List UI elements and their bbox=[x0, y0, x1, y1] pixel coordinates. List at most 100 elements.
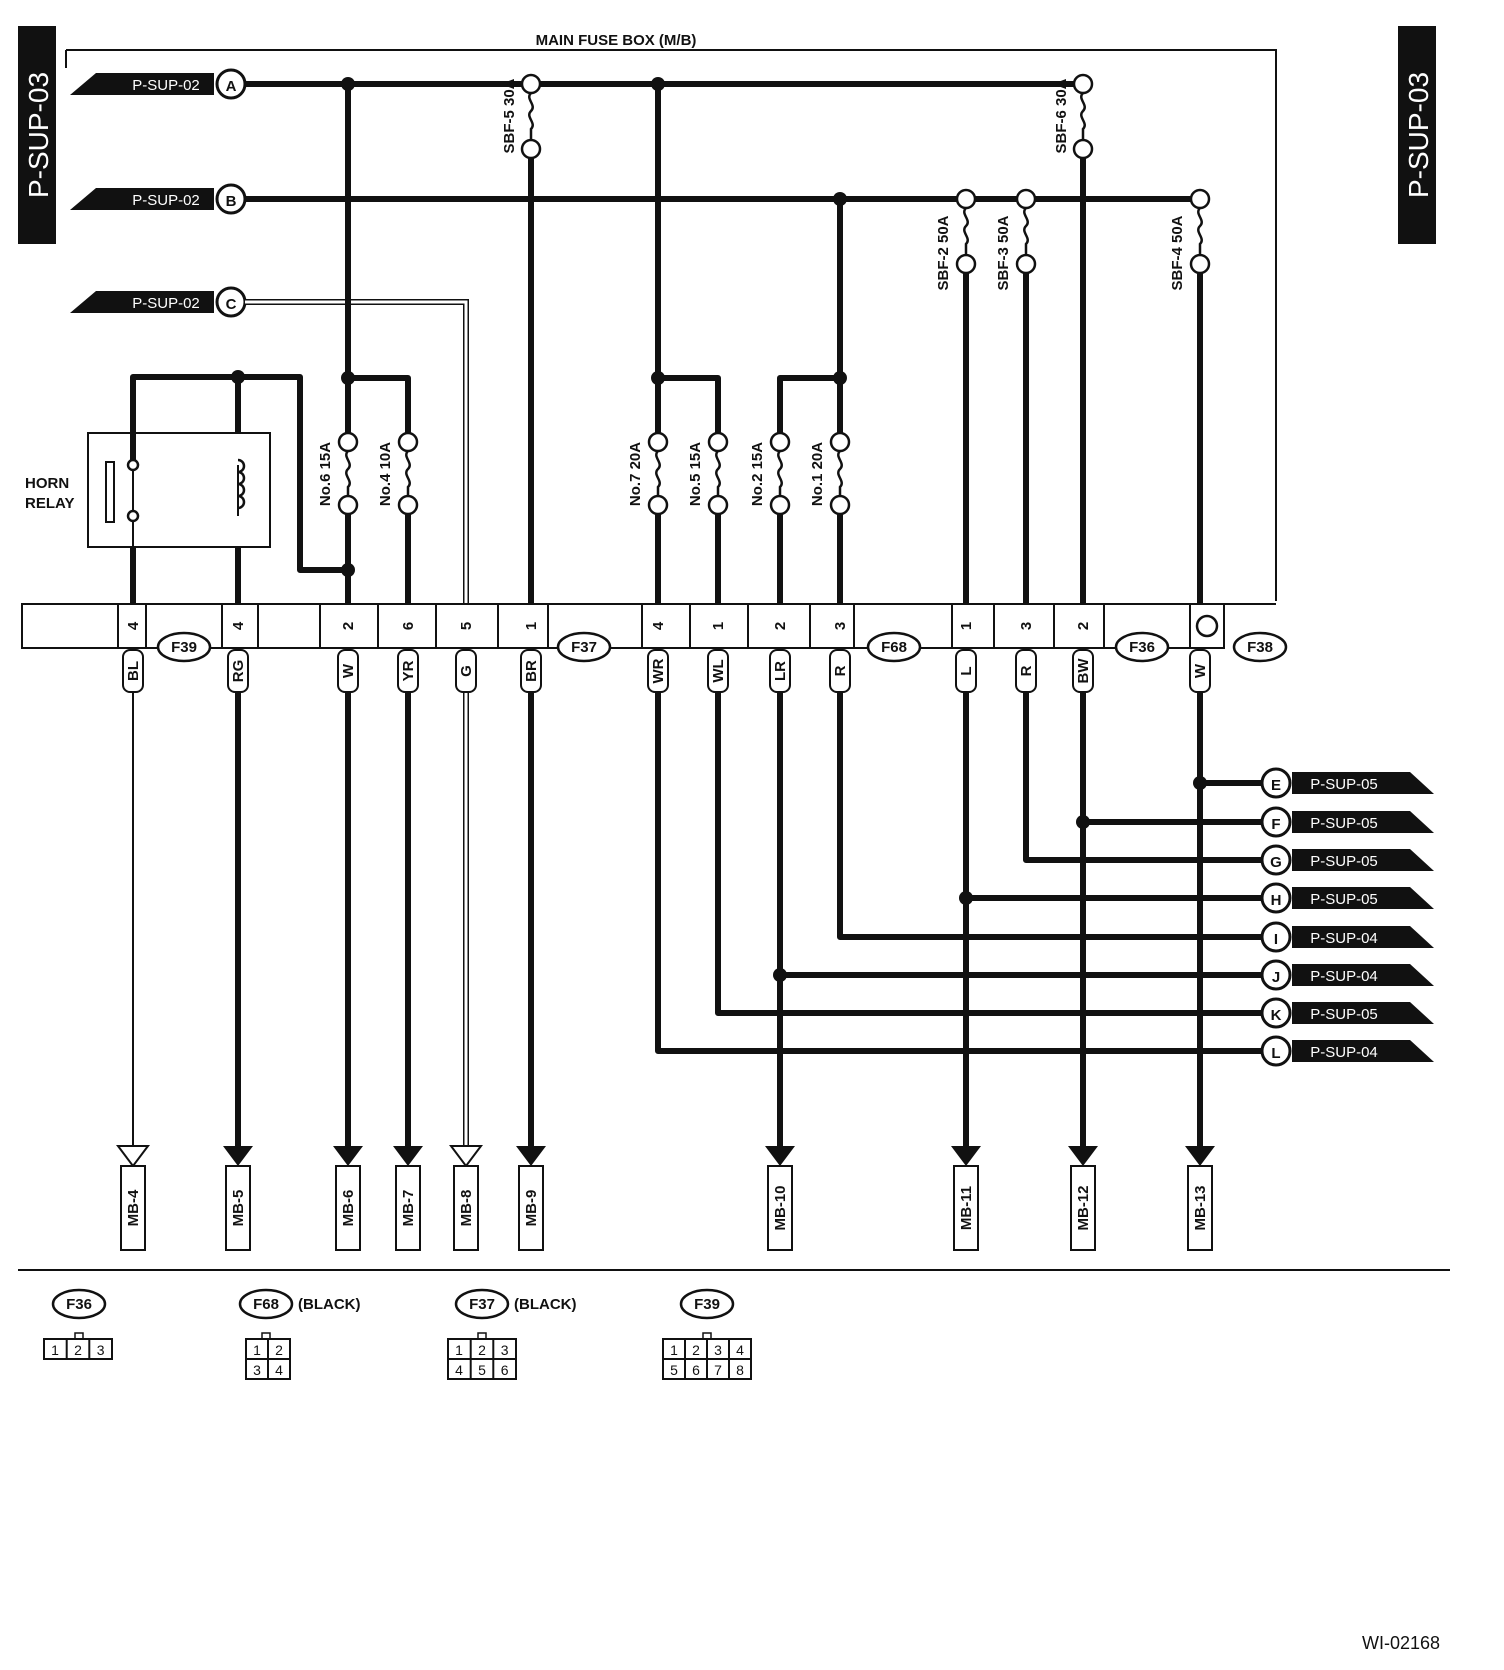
legend-f68-cell-3: 3 bbox=[253, 1362, 261, 1378]
legend-f68-id: F68 bbox=[253, 1296, 279, 1313]
side-tab-right-label: P-SUP-03 bbox=[1403, 72, 1434, 198]
legend-f36-cell-1: 1 bbox=[51, 1342, 59, 1358]
side-tab-left: P-SUP-03 bbox=[18, 26, 56, 244]
legend-f37-cell-3: 3 bbox=[501, 1342, 509, 1358]
pin-f37-5: 5 bbox=[458, 622, 475, 630]
pin-f68-1: 1 bbox=[710, 622, 727, 630]
legend-f36-cell-3: 3 bbox=[97, 1342, 105, 1358]
main-fuse-box: MAIN FUSE BOX (M/B) bbox=[65, 32, 1277, 601]
legend-f36-id: F36 bbox=[66, 1296, 92, 1313]
legend-f39-id: F39 bbox=[694, 1296, 720, 1313]
output-mb-6: MB-6 bbox=[340, 1190, 357, 1227]
output-mb-11: MB-11 bbox=[958, 1186, 975, 1230]
right-ref-g-label: P-SUP-05 bbox=[1310, 853, 1378, 870]
fuse-no1-label: No.1 20A bbox=[809, 442, 826, 506]
output-mb-7: MB-7 bbox=[400, 1190, 417, 1227]
input-c-ref: P-SUP-02 bbox=[132, 295, 200, 312]
right-ref-l: L P-SUP-04 bbox=[1260, 1035, 1434, 1067]
fuse-no5-label: No.5 15A bbox=[687, 442, 704, 506]
right-ref-f-label: P-SUP-05 bbox=[1310, 815, 1378, 832]
output-mb-4: MB-4 bbox=[125, 1189, 142, 1226]
fuse-sbf-5-label: SBF-5 30A bbox=[501, 78, 518, 153]
input-c: P-SUP-02 C bbox=[70, 286, 247, 318]
fuse-no6: No.6 15A bbox=[317, 431, 359, 516]
pin-f37-6: 6 bbox=[400, 622, 417, 630]
input-a-ref: P-SUP-02 bbox=[132, 77, 200, 94]
wire-color-wl: WL bbox=[710, 659, 727, 682]
right-ref-h: H P-SUP-05 bbox=[1260, 882, 1434, 914]
pin-f68-3: 3 bbox=[832, 622, 849, 630]
connector-ids: F39 F37 F68 F36 F38 bbox=[156, 631, 1288, 663]
wire-color-bw: BW bbox=[1075, 658, 1092, 684]
legend-f39-cell-4: 4 bbox=[736, 1342, 744, 1358]
side-tab-right: P-SUP-03 bbox=[1398, 26, 1436, 244]
pin-f37-4: 4 bbox=[230, 621, 247, 630]
pin-f68-4: 4 bbox=[650, 621, 667, 630]
legend-f37-note: (BLACK) bbox=[514, 1296, 576, 1313]
legend-f37: F37 (BLACK) 1 2 3 4 5 6 bbox=[447, 1288, 576, 1380]
right-ref-e: E P-SUP-05 bbox=[1260, 767, 1434, 799]
legend-f68: F68 (BLACK) 1 2 3 4 bbox=[238, 1288, 360, 1380]
output-mb-9: MB-9 bbox=[523, 1190, 540, 1227]
wire-color-g: G bbox=[458, 665, 475, 677]
output-mb-5: MB-5 bbox=[230, 1190, 247, 1227]
input-b-ref: P-SUP-02 bbox=[132, 192, 200, 209]
pin-f36-3: 3 bbox=[1018, 622, 1035, 630]
fuse-sbf-4: SBF-4 50A bbox=[1169, 188, 1211, 291]
legend-f39-cell-1: 1 bbox=[670, 1342, 678, 1358]
output-wires bbox=[132, 690, 1262, 1150]
legend-f39-cell-5: 5 bbox=[670, 1362, 678, 1378]
legend-f39-cell-8: 8 bbox=[736, 1362, 744, 1378]
wire-color-r1: R bbox=[832, 665, 849, 676]
input-a-letter: A bbox=[226, 78, 237, 95]
fuse-no6-label: No.6 15A bbox=[317, 442, 334, 506]
output-boxes: MB-4 MB-5 MB-6 MB-7 MB-8 MB-9 MB-10 MB-1… bbox=[120, 1165, 1213, 1251]
connector-f38-label: F38 bbox=[1247, 639, 1273, 656]
input-a: P-SUP-02 A bbox=[70, 68, 247, 100]
wire-color-bl: BL bbox=[125, 661, 142, 681]
legend-f68-cell-2: 2 bbox=[275, 1342, 283, 1358]
wire-color-br: BR bbox=[523, 660, 540, 682]
legend-f68-cell-1: 1 bbox=[253, 1342, 261, 1358]
internal-wires bbox=[130, 84, 1203, 650]
wire-color-r2: R bbox=[1018, 665, 1035, 676]
fuse-sbf-2-label: SBF-2 50A bbox=[935, 215, 952, 290]
right-ref-e-label: P-SUP-05 bbox=[1310, 776, 1378, 793]
wire-color-lr: LR bbox=[772, 661, 789, 681]
fuse-no7: No.7 20A bbox=[627, 431, 669, 516]
right-ref-k-label: P-SUP-05 bbox=[1310, 1006, 1378, 1023]
fuse-no1: No.1 20A bbox=[809, 431, 851, 516]
output-mb-10: MB-10 bbox=[772, 1185, 789, 1230]
figure-id: WI-02168 bbox=[1362, 1633, 1440, 1653]
fuse-no4: No.4 10A bbox=[377, 431, 419, 516]
fuse-sbf-6: SBF-6 30A bbox=[1053, 73, 1094, 160]
legend-f36: F36 1 2 3 bbox=[43, 1288, 113, 1360]
side-tab-left-label: P-SUP-03 bbox=[23, 72, 54, 198]
legend-f68-cell-4: 4 bbox=[275, 1362, 283, 1378]
legend-f36-cell-2: 2 bbox=[74, 1342, 82, 1358]
pin-f36-1: 1 bbox=[958, 622, 975, 630]
input-c-letter: C bbox=[226, 296, 237, 313]
fuse-no4-label: No.4 10A bbox=[377, 442, 394, 506]
wire-color-rg: RG bbox=[230, 660, 247, 683]
connector-f37-label: F37 bbox=[571, 639, 597, 656]
fuse-sbf-6-label: SBF-6 30A bbox=[1053, 78, 1070, 153]
legend-f39-cell-3: 3 bbox=[714, 1342, 722, 1358]
fuse-no2: No.2 15A bbox=[749, 431, 791, 516]
right-ref-l-label: P-SUP-04 bbox=[1310, 1044, 1378, 1061]
right-ref-e-letter: E bbox=[1271, 777, 1281, 794]
input-b: P-SUP-02 B bbox=[70, 183, 247, 215]
wire-color-w1: W bbox=[340, 663, 357, 678]
legend-f37-id: F37 bbox=[469, 1296, 495, 1313]
legend-f39-cell-6: 6 bbox=[692, 1362, 700, 1378]
right-ref-f-letter: F bbox=[1271, 816, 1280, 833]
legend-f39: F39 1 2 3 4 5 6 7 8 bbox=[662, 1288, 752, 1380]
pin-numbers: 4 4 2 6 5 1 4 1 2 3 1 3 2 bbox=[125, 621, 1092, 630]
right-ref-h-letter: H bbox=[1271, 892, 1282, 909]
right-ref-i-label: P-SUP-04 bbox=[1310, 930, 1378, 947]
output-mb-8: MB-8 bbox=[458, 1190, 475, 1227]
pin-f68-2: 2 bbox=[772, 622, 789, 630]
right-ref-i-letter: I bbox=[1274, 931, 1278, 948]
horn-relay-label-2: RELAY bbox=[25, 495, 74, 512]
output-arrows bbox=[116, 1145, 1215, 1168]
